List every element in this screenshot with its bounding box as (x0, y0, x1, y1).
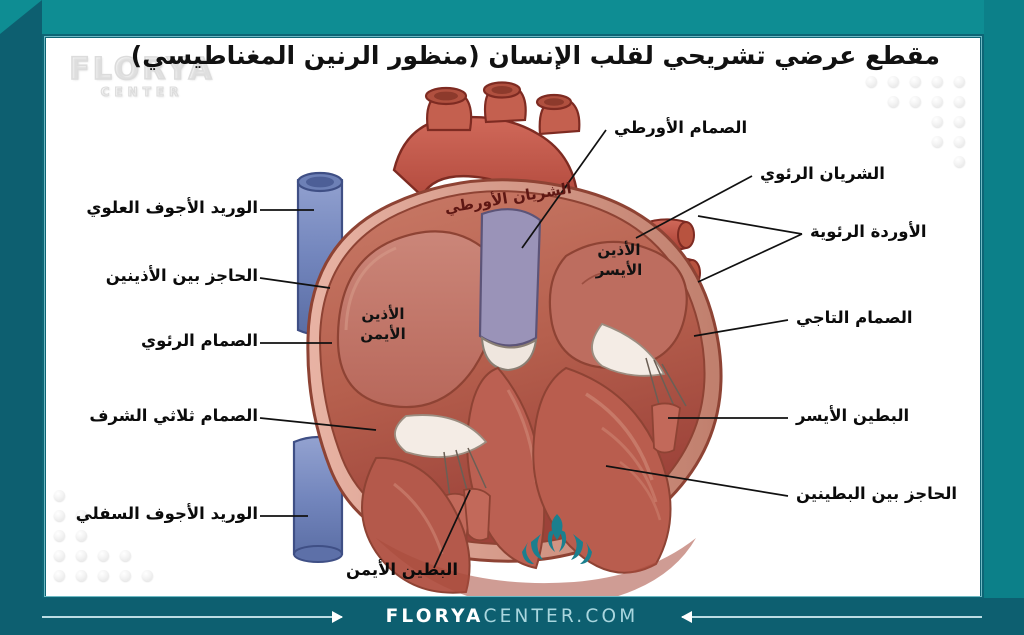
decorative-dots-bottom-left (54, 490, 174, 596)
decorative-dot (76, 550, 87, 561)
decorative-dot (98, 570, 109, 581)
label-left-ventricle: البطين الأيسر (796, 406, 910, 425)
label-pulmonary-veins: الأوردة الرئوية (810, 222, 927, 241)
decorative-dot (932, 136, 943, 147)
label-interatrial-septum: الحاجز بين الأذينين (105, 266, 258, 285)
label-right-ventricle: البطين الأيمن (346, 560, 459, 579)
decorative-dot (76, 530, 87, 541)
decorative-dot (888, 76, 899, 87)
decorative-dot (932, 76, 943, 87)
decorative-dot (932, 116, 943, 127)
decorative-dot (910, 96, 921, 107)
label-mitral-valve: الصمام التاجي (796, 308, 913, 327)
decorative-dot (954, 96, 965, 107)
page-title: مقطع عرضي تشريحي لقلب الإنسان (منظور الر… (130, 41, 940, 70)
decorative-dot (54, 510, 65, 521)
frame-right-band (984, 0, 1024, 635)
aortic-root-column (478, 208, 542, 372)
watermark-wordmark: FLORYA (68, 51, 215, 88)
heart-apex-shading (376, 538, 696, 596)
decorative-dot (954, 76, 965, 87)
label-left-atrium-line2: الأيسر (595, 261, 643, 279)
decorative-dots-top-right (866, 76, 976, 186)
decorative-dot (954, 116, 965, 127)
decorative-dot (98, 550, 109, 561)
label-left-atrium-line1: الأذين (597, 241, 641, 259)
decorative-dot (142, 570, 153, 581)
footer-brand-url: FLORYACENTER.COM (386, 606, 639, 627)
footer-arrow-right-icon (681, 611, 982, 623)
decorative-dot (54, 570, 65, 581)
label-superior-vena-cava: الوريد الأجوف العلوي (86, 198, 258, 217)
footer-brand-bold: FLORYA (385, 606, 484, 627)
decorative-dot (954, 156, 965, 167)
florya-leaf-logo-mark (522, 514, 592, 564)
decorative-dot (54, 490, 65, 501)
label-pulmonary-valve: الصمام الرئوي (141, 331, 258, 350)
decorative-dot (120, 550, 131, 561)
label-inferior-vena-cava: الوريد الأجوف السفلي (75, 504, 258, 523)
decorative-dot (866, 76, 877, 87)
decorative-dot (76, 570, 87, 581)
left-atrium-chamber (548, 240, 688, 370)
footer-brand-light: CENTER.COM (483, 606, 639, 627)
decorative-dot (120, 570, 131, 581)
decorative-dot (54, 530, 65, 541)
florya-watermark-logo: FLORYA CENTER (62, 51, 222, 99)
watermark-subtitle: CENTER (100, 84, 184, 99)
mitral-valve (591, 322, 687, 454)
label-right-atrium-line2: الأيمن (360, 325, 406, 343)
decorative-dot (54, 550, 65, 561)
decorative-dot (910, 76, 921, 87)
decorative-dot (888, 96, 899, 107)
label-tricuspid-valve: الصمام ثلاثي الشرف (89, 406, 258, 425)
decorative-dot (932, 96, 943, 107)
decorative-dot (954, 136, 965, 147)
decorative-dot (76, 510, 87, 521)
frame-top-band (0, 0, 1024, 34)
label-interventricular-septum: الحاجز بين البطينين (796, 484, 958, 503)
footer-arrow-left-icon (42, 611, 343, 623)
frame-left-band (0, 0, 42, 635)
footer-bar: FLORYACENTER.COM (0, 598, 1024, 635)
label-aortic-valve: الصمام الأورطي (614, 118, 748, 137)
label-pulmonary-artery: الشريان الرئوي (760, 164, 885, 183)
frame-corner-bevel-top-left (0, 0, 42, 34)
label-right-atrium-line1: الأذين (361, 305, 405, 323)
content-card: FLORYA CENTER مقطع عرضي تشريحي لقلب الإن… (46, 38, 980, 596)
